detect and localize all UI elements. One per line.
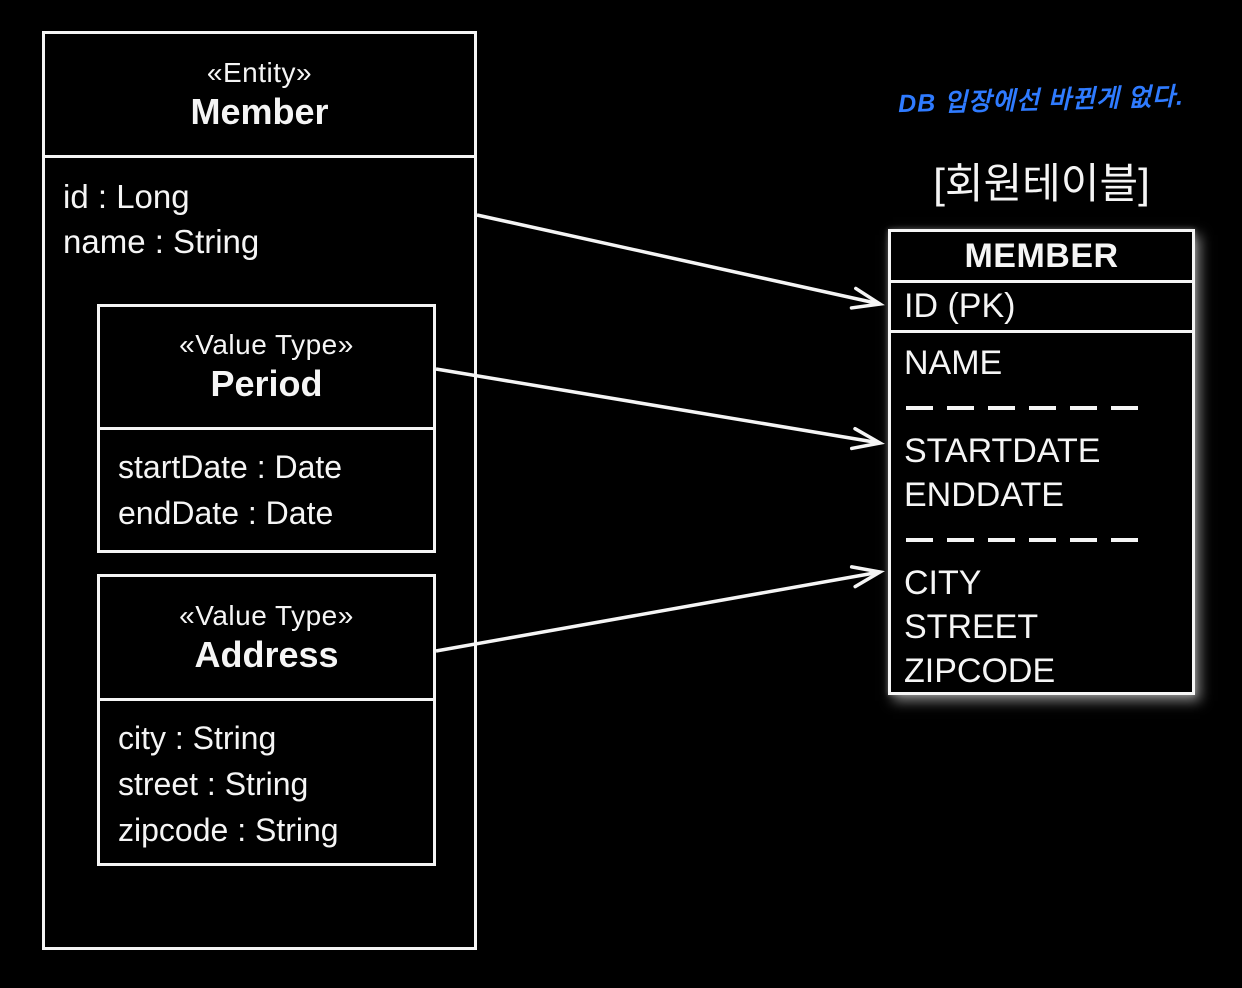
- address-fields: city : String street : String zipcode : …: [100, 701, 433, 867]
- valuetype-address-box: «Value Type» Address city : String stree…: [97, 574, 436, 866]
- address-name: Address: [194, 633, 339, 675]
- db-table-title: MEMBER: [891, 232, 1192, 283]
- db-table-body: NAME STARTDATE ENDDATE CITY STREET ZIPCO…: [891, 333, 1192, 693]
- period-fields: startDate : Date endDate : Date: [100, 430, 433, 550]
- handwritten-note: DB 입장에선 바뀐게 없다.: [897, 82, 1185, 119]
- table-caption: [회원테이블]: [933, 160, 1150, 207]
- address-field-zipcode: zipcode : String: [118, 812, 339, 848]
- entity-fields: id : Long name : String: [45, 158, 474, 280]
- entity-field-id: id : Long: [63, 178, 190, 215]
- db-col-street: STREET: [904, 608, 1039, 646]
- db-row-id-pk: ID (PK): [891, 283, 1192, 333]
- period-name: Period: [210, 363, 323, 404]
- valuetype-period-header: «Value Type» Period: [100, 307, 433, 430]
- entity-stereotype: «Entity»: [206, 56, 313, 88]
- dashed-separator: [906, 538, 1152, 542]
- db-col-name: NAME: [904, 344, 1003, 382]
- db-col-zipcode: ZIPCODE: [904, 652, 1056, 690]
- db-col-city: CITY: [904, 564, 982, 602]
- entity-member-header: «Entity» Member: [45, 34, 474, 158]
- dashed-separator: [906, 406, 1152, 410]
- period-field-startdate: startDate : Date: [118, 449, 343, 485]
- address-field-street: street : String: [118, 766, 309, 802]
- period-field-enddate: endDate : Date: [118, 495, 334, 531]
- arrow-period-to-dates: [435, 367, 880, 443]
- entity-name: Member: [190, 90, 329, 132]
- arrow-address-to-address-cols: [435, 572, 880, 653]
- db-col-startdate: STARTDATE: [904, 432, 1101, 470]
- address-stereotype: «Value Type»: [179, 599, 354, 631]
- db-col-enddate: ENDDATE: [904, 476, 1064, 514]
- address-field-city: city : String: [118, 720, 277, 756]
- entity-field-name: name : String: [63, 223, 260, 260]
- db-table-member: MEMBER ID (PK) NAME STARTDATE ENDDATE CI…: [888, 229, 1195, 695]
- valuetype-period-box: «Value Type» Period startDate : Date end…: [97, 304, 436, 553]
- valuetype-address-header: «Value Type» Address: [100, 577, 433, 701]
- period-stereotype: «Value Type»: [179, 329, 354, 360]
- arrow-entity-to-id: [476, 213, 880, 304]
